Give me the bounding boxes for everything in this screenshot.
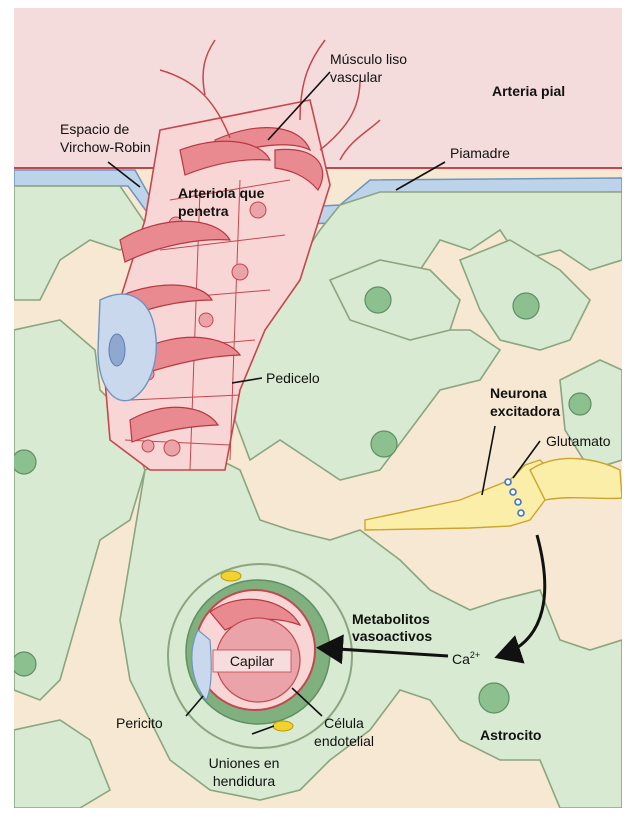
pericyte-nucleus: [109, 334, 125, 366]
label-capilar: Capilar: [230, 653, 275, 669]
label-neurona-line1: Neurona: [490, 385, 547, 401]
astrocyte-nucleus: [12, 652, 36, 676]
astrocyte-nucleus: [569, 393, 591, 415]
label-arteriola-line1: Arteriola que: [178, 185, 265, 201]
label-glutamato: Glutamato: [546, 433, 611, 449]
astrocyte-nucleus: [513, 293, 539, 319]
label-celula-line2: endotelial: [314, 733, 374, 749]
astrocyte-nucleus: [371, 431, 397, 457]
label-pedicelo: Pedicelo: [266, 370, 320, 386]
label-metabolitos-line2: vasoactivos: [352, 628, 432, 644]
label-uniones-line1: Uniones en: [209, 755, 280, 771]
label-arteria-pial: Arteria pial: [492, 83, 565, 99]
gap-junction-top: [221, 571, 241, 581]
label-espacio-line2: Virchow-Robin: [60, 139, 151, 155]
label-arteriola-line2: penetra: [178, 203, 229, 219]
label-celula-line1: Célula: [324, 715, 364, 731]
astrocyte-nucleus: [12, 450, 36, 474]
gap-junction-bottom: [273, 721, 293, 731]
label-metabolitos-line1: Metabolitos: [352, 611, 430, 627]
label-piamadre: Piamadre: [450, 145, 510, 161]
label-astrocito: Astrocito: [480, 727, 541, 743]
label-calcium-symbol: Ca: [452, 651, 470, 667]
label-espacio-line1: Espacio de: [60, 121, 129, 137]
label-calcium-charge: 2+: [470, 650, 480, 660]
astrocyte-nucleus: [365, 287, 391, 313]
label-neurona-line2: excitadora: [490, 403, 560, 419]
astrocyte-nucleus: [479, 683, 509, 713]
label-uniones-line2: hendidura: [213, 773, 275, 789]
label-musculo-liso-line1: Músculo liso: [330, 51, 407, 67]
label-musculo-liso-line2: vascular: [330, 69, 382, 85]
label-pericito: Pericito: [116, 715, 163, 731]
